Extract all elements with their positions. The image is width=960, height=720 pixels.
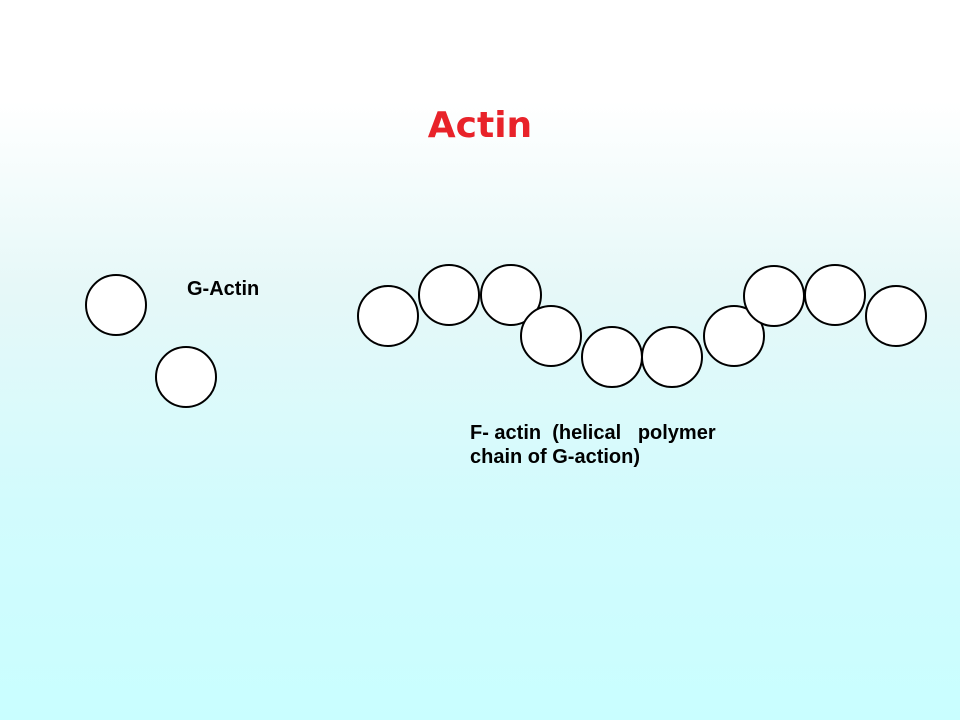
g-actin-monomer [155, 346, 217, 408]
f-actin-label-line-2: chain of G-action) [470, 446, 640, 468]
f-actin-monomer [520, 305, 582, 367]
f-actin-label: F- actin (helical polymer chain of G-act… [470, 421, 716, 469]
g-actin-monomer [85, 274, 147, 336]
f-actin-monomer [641, 326, 703, 388]
f-actin-monomer [804, 264, 866, 326]
slide-title: Actin [427, 105, 533, 146]
f-actin-chain [357, 264, 927, 388]
f-actin-monomer [865, 285, 927, 347]
f-actin-monomer [418, 264, 480, 326]
g-actin-monomers [85, 274, 217, 408]
f-actin-monomer [357, 285, 419, 347]
g-actin-label: G-Actin [187, 278, 260, 300]
f-actin-monomer [703, 305, 765, 367]
f-actin-monomer [743, 265, 805, 327]
f-actin-label-line-1: F- actin (helical polymer [470, 422, 716, 444]
f-actin-monomer [480, 264, 542, 326]
f-actin-monomer [581, 326, 643, 388]
